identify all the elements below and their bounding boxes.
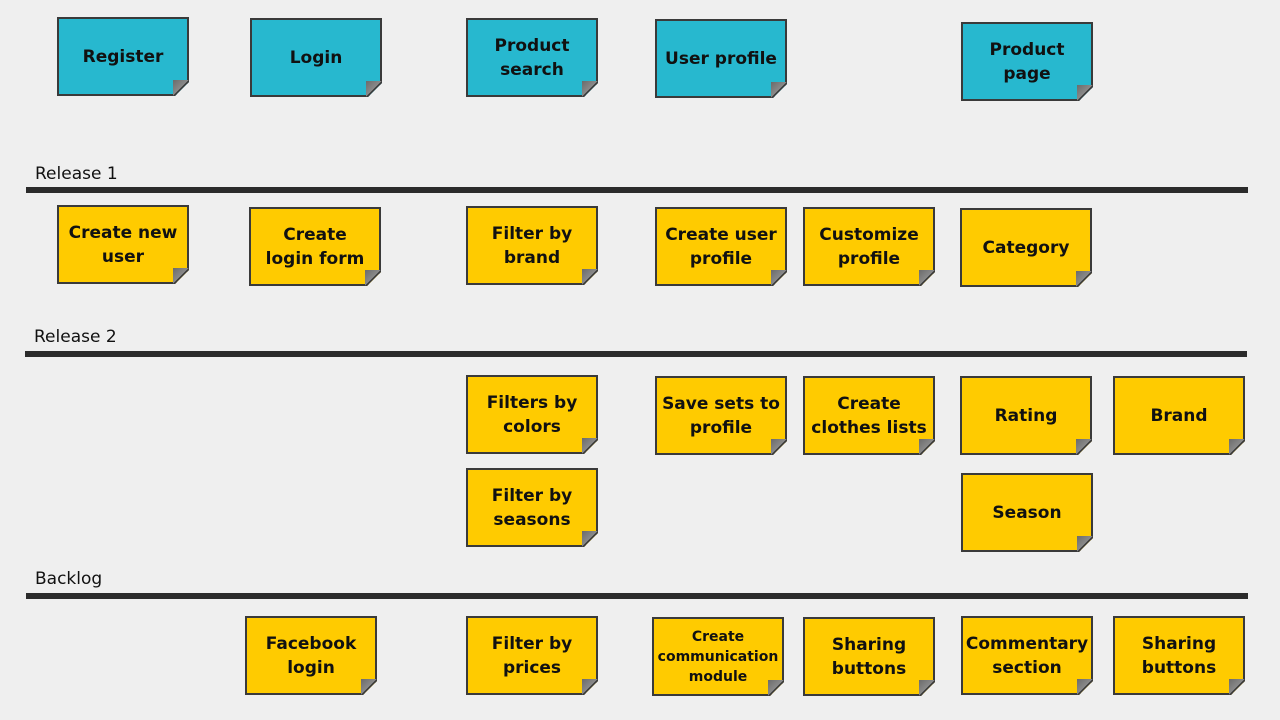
card-label: Create clothes lists xyxy=(811,393,927,438)
story-card-season[interactable]: Season xyxy=(961,473,1093,552)
page-fold-icon xyxy=(173,268,189,284)
page-fold-icon xyxy=(1076,271,1092,287)
page-fold-icon xyxy=(582,679,598,695)
page-fold-icon xyxy=(361,679,377,695)
story-card-create-login-form[interactable]: Create login form xyxy=(249,207,381,286)
story-card-create-clothes-lists[interactable]: Create clothes lists xyxy=(803,376,935,455)
card-label: Filters by colors xyxy=(486,392,578,437)
story-card-filters-by-colors[interactable]: Filters by colors xyxy=(466,375,598,454)
page-fold-icon xyxy=(919,680,935,696)
page-fold-icon xyxy=(1229,679,1245,695)
card-label: Create communication module xyxy=(657,628,779,685)
story-card-filter-by-prices[interactable]: Filter by prices xyxy=(466,616,598,695)
page-fold-icon xyxy=(582,269,598,285)
card-label: Product search xyxy=(494,35,570,80)
page-fold-icon xyxy=(366,81,382,97)
card-label: Rating xyxy=(994,405,1058,426)
card-label: Sharing buttons xyxy=(1141,633,1217,678)
page-fold-icon xyxy=(582,531,598,547)
story-card-sharing-buttons[interactable]: Sharing buttons xyxy=(803,617,935,696)
page-fold-icon xyxy=(365,270,381,286)
card-label: Customize profile xyxy=(819,224,919,269)
story-card-create-new-user[interactable]: Create new user xyxy=(57,205,189,284)
story-card-sharing-buttons-2[interactable]: Sharing buttons xyxy=(1113,616,1245,695)
backlog-divider xyxy=(26,593,1248,599)
card-label: User profile xyxy=(665,48,777,69)
story-card-facebook-login[interactable]: Facebook login xyxy=(245,616,377,695)
card-label: Category xyxy=(982,237,1070,258)
page-fold-icon xyxy=(1076,439,1092,455)
story-card-brand[interactable]: Brand xyxy=(1113,376,1245,455)
page-fold-icon xyxy=(173,80,189,96)
activity-card-register[interactable]: Register xyxy=(57,17,189,96)
story-card-category[interactable]: Category xyxy=(960,208,1092,287)
card-label: Facebook login xyxy=(265,633,357,678)
card-label: Create user profile xyxy=(665,224,777,269)
card-label: Register xyxy=(82,46,164,67)
story-card-create-user-profile[interactable]: Create user profile xyxy=(655,207,787,286)
page-fold-icon xyxy=(919,270,935,286)
page-fold-icon xyxy=(771,270,787,286)
page-fold-icon xyxy=(582,438,598,454)
page-fold-icon xyxy=(582,81,598,97)
activity-card-user-profile[interactable]: User profile xyxy=(655,19,787,98)
card-label: Season xyxy=(992,502,1062,523)
page-fold-icon xyxy=(1077,536,1093,552)
activity-card-product-page[interactable]: Product page xyxy=(961,22,1093,101)
page-fold-icon xyxy=(1229,439,1245,455)
story-card-rating[interactable]: Rating xyxy=(960,376,1092,455)
release-1-label: Release 1 xyxy=(35,164,118,184)
card-label: Filter by brand xyxy=(491,223,573,268)
story-card-commentary-section[interactable]: Commentary section xyxy=(961,616,1093,695)
activity-card-login[interactable]: Login xyxy=(250,18,382,97)
card-label: Filter by prices xyxy=(491,633,573,678)
release-2-divider xyxy=(25,351,1247,357)
card-label: Product page xyxy=(989,39,1065,84)
page-fold-icon xyxy=(771,82,787,98)
page-fold-icon xyxy=(771,439,787,455)
card-label: Save sets to profile xyxy=(662,393,780,438)
card-label: Create new user xyxy=(68,222,178,267)
page-fold-icon xyxy=(1077,679,1093,695)
page-fold-icon xyxy=(1077,85,1093,101)
release-1-divider xyxy=(26,187,1248,193)
page-fold-icon xyxy=(919,439,935,455)
story-card-save-sets-to-profile[interactable]: Save sets to profile xyxy=(655,376,787,455)
card-label: Brand xyxy=(1150,405,1208,426)
story-card-create-communication-module[interactable]: Create communication module xyxy=(652,617,784,696)
backlog-label: Backlog xyxy=(35,569,103,589)
card-label: Filter by seasons xyxy=(491,485,573,530)
card-label: Sharing buttons xyxy=(831,634,907,679)
activity-card-product-search[interactable]: Product search xyxy=(466,18,598,97)
story-card-filter-by-seasons[interactable]: Filter by seasons xyxy=(466,468,598,547)
story-card-customize-profile[interactable]: Customize profile xyxy=(803,207,935,286)
story-card-filter-by-brand[interactable]: Filter by brand xyxy=(466,206,598,285)
card-label: Login xyxy=(289,47,343,68)
card-label: Create login form xyxy=(265,224,365,269)
release-2-label: Release 2 xyxy=(34,327,117,347)
card-label: Commentary section xyxy=(965,633,1089,678)
